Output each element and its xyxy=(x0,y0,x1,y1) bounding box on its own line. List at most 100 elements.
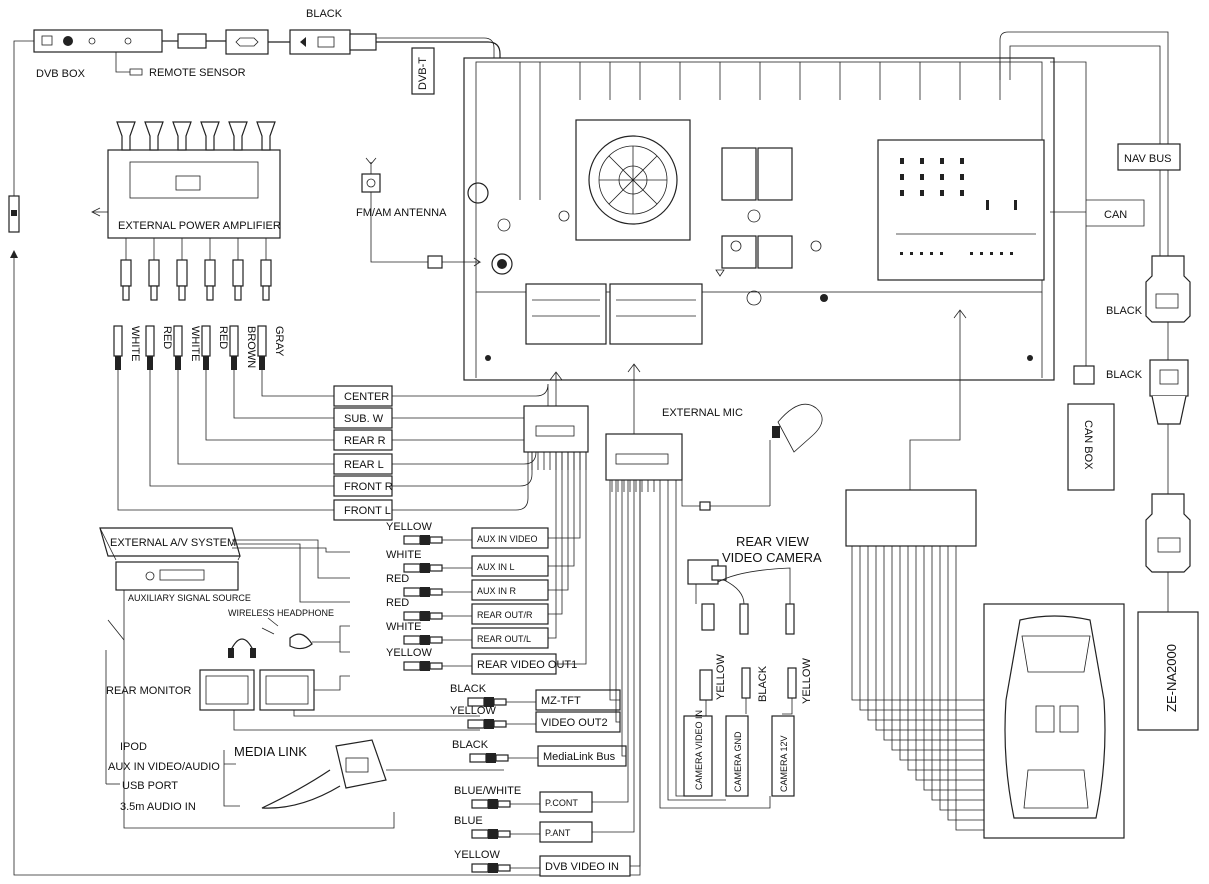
wireless-headphone-icon xyxy=(228,617,313,658)
power-amplifier xyxy=(107,121,281,301)
audio-in-label: 3.5m AUDIO IN xyxy=(120,801,196,813)
rca-connector xyxy=(403,635,421,645)
av-port-label: AUX IN L xyxy=(477,562,515,572)
av-port-color-label: WHITE xyxy=(386,621,421,633)
car-harness-box xyxy=(845,489,977,547)
amp-output-label: FRONT R xyxy=(344,481,393,493)
media-link-label: MEDIA LINK xyxy=(234,744,307,759)
av-port-label: AUX IN VIDEO xyxy=(477,534,538,544)
av-port-row: BLUE P.ANT xyxy=(454,480,635,843)
ipod-label: IPOD xyxy=(120,741,147,753)
amp-output-label: SUB. W xyxy=(344,413,384,425)
av-port-row: BLUE/WHITE P.CONT xyxy=(454,480,629,813)
rear-view-camera xyxy=(687,559,797,716)
rca-connector xyxy=(471,799,489,809)
rca-plug xyxy=(113,325,123,357)
aux-in-video-audio-label: AUX IN VIDEO/AUDIO xyxy=(108,761,220,773)
dvb-box-label: DVB BOX xyxy=(36,68,86,80)
dvb-box xyxy=(33,29,226,53)
av-port-label: VIDEO OUT2 xyxy=(541,717,608,729)
rca-connector xyxy=(467,719,485,729)
av-port-color-label: RED xyxy=(386,573,409,585)
rca-plug xyxy=(173,325,183,357)
amp-input-jack xyxy=(144,121,164,151)
can-label: CAN xyxy=(1104,209,1127,221)
rca-connector xyxy=(403,611,421,621)
nav-bus-label: NAV BUS xyxy=(1124,153,1171,165)
amp-output-label: FRONT L xyxy=(344,505,391,517)
amp-output-label: CENTER xyxy=(344,391,389,403)
av-port-color-label: BLACK xyxy=(450,683,487,695)
can-box xyxy=(1067,403,1115,491)
av-port-row: BLACK MediaLink Bus xyxy=(452,480,627,767)
rca-plug xyxy=(201,325,211,357)
av-port-label: MediaLink Bus xyxy=(543,751,616,763)
remote-sensor-label: REMOTE SENSOR xyxy=(149,67,246,79)
amp-output-label: REAR L xyxy=(344,459,384,471)
amp-output-box xyxy=(333,453,393,475)
av-port-color-label: RED xyxy=(386,597,409,609)
rca-connector xyxy=(471,863,489,873)
usb-port-label: USB PORT xyxy=(122,780,178,792)
external-av-system-label: EXTERNAL A/V SYSTEM xyxy=(110,537,236,549)
rca-connector xyxy=(403,535,421,545)
ze-na2000-label: ZE-NA2000 xyxy=(1164,644,1179,712)
av-port-label: REAR OUT/R xyxy=(477,610,533,620)
rca-connector xyxy=(403,563,421,573)
external-av-system xyxy=(99,527,241,591)
amp-output-plug xyxy=(148,259,160,287)
external-mic-label: EXTERNAL MIC xyxy=(662,407,743,419)
dvb-t-label: DVB-T xyxy=(417,57,429,90)
amp-input-jack xyxy=(172,121,192,151)
ze-na2000-unit xyxy=(1137,611,1199,731)
rca-color-label: RED xyxy=(217,326,229,349)
rca-connector xyxy=(403,587,421,597)
rca-plug xyxy=(229,325,239,357)
amp-input-jack xyxy=(228,121,248,151)
av-port-color-label: YELLOW xyxy=(386,647,432,659)
black-connector-label: BLACK xyxy=(306,8,343,20)
amp-input-jack xyxy=(256,121,276,151)
amp-output-box xyxy=(333,429,393,451)
av-port-label: P.ANT xyxy=(545,828,571,838)
nav-bus-connectors xyxy=(1145,255,1191,612)
av-port-label: DVB VIDEO IN xyxy=(545,861,619,873)
av-port-row: YELLOW VIDEO OUT2 xyxy=(450,480,621,733)
car-top-view xyxy=(983,603,1125,839)
wireless-headphone-label: WIRELESS HEADPHONE xyxy=(228,608,334,618)
camera-gnd-label: CAMERA GND xyxy=(733,731,743,792)
av-port-color-label: BLUE xyxy=(454,815,483,827)
amp-input-jack xyxy=(200,121,220,151)
head-unit xyxy=(463,57,1055,381)
external-mic xyxy=(681,403,823,511)
power-amplifier-label: EXTERNAL POWER AMPLIFIER xyxy=(118,220,281,232)
amp-output-plug xyxy=(120,259,132,287)
rca-color-label: WHITE xyxy=(129,326,141,361)
rear-monitor-label: REAR MONITOR xyxy=(106,685,191,697)
amp-output-label: REAR R xyxy=(344,435,386,447)
harness-connector-2 xyxy=(605,433,683,481)
rca-plug xyxy=(145,325,155,357)
av-port-label: P.CONT xyxy=(545,798,578,808)
amp-output-box xyxy=(333,407,393,429)
auxiliary-signal-source-label: AUXILIARY SIGNAL SOURCE xyxy=(128,593,251,603)
av-port-color-label: YELLOW xyxy=(450,705,496,717)
rca-color-label: WHITE xyxy=(189,326,201,361)
harness-connector-1 xyxy=(523,405,589,453)
rca-color-label: GRAY xyxy=(273,326,285,357)
black-nav-connector-label-2: BLACK xyxy=(1106,369,1143,381)
av-port-color-label: BLUE/WHITE xyxy=(454,785,521,797)
amp-input-jack xyxy=(116,121,136,151)
amp-output-plug xyxy=(232,259,244,287)
camera-black-label: BLACK xyxy=(757,665,769,702)
camera-yellow-label-2: YELLOW xyxy=(801,658,813,704)
black-nav-connector-label-1: BLACK xyxy=(1106,305,1143,317)
rear-monitor xyxy=(199,669,315,711)
amp-output-box xyxy=(333,385,393,407)
